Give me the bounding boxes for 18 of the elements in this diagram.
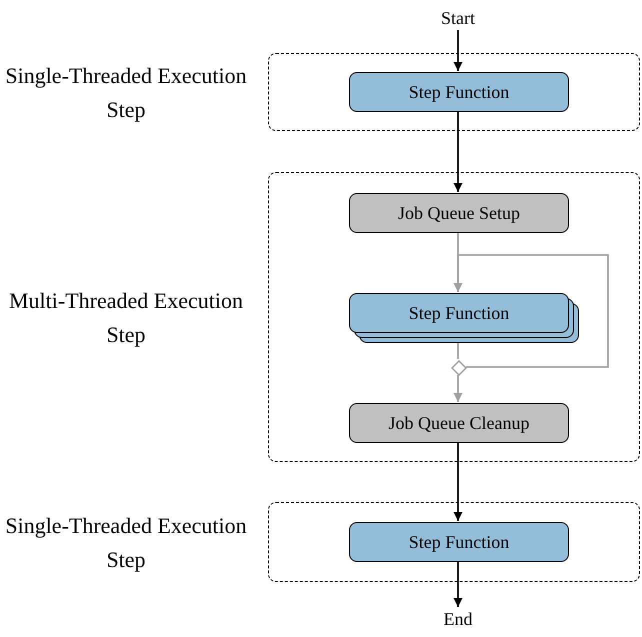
arrow xyxy=(454,375,462,402)
process-box: Job Queue Setup xyxy=(349,193,569,233)
diamond-node xyxy=(451,360,467,376)
arrow xyxy=(454,442,462,521)
arrow xyxy=(454,111,462,192)
box-text: Step Function xyxy=(408,302,510,325)
arrow xyxy=(454,561,462,607)
process-box: Step Function xyxy=(349,72,569,112)
arrow xyxy=(454,254,609,368)
terminal-label: Start xyxy=(428,6,488,30)
process-box: Step Function xyxy=(349,522,569,562)
process-box: Job Queue Cleanup xyxy=(349,403,569,443)
terminal-label: End xyxy=(433,607,483,631)
step-type-label: Single-Threaded Execution Step xyxy=(4,62,248,124)
step-type-label: Multi-Threaded Execution Step xyxy=(8,287,244,349)
arrow xyxy=(454,30,462,71)
step-type-label: Single-Threaded Execution Step xyxy=(4,512,248,574)
stacked-process-box xyxy=(349,293,579,343)
